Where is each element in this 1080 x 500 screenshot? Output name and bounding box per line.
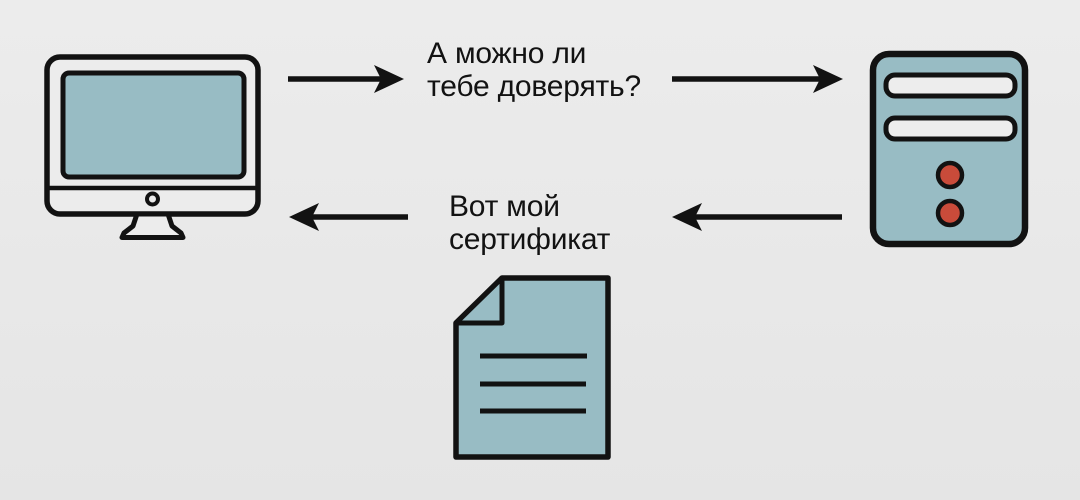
server-slot-bottom: [883, 115, 1018, 142]
monitor-button: [145, 191, 160, 207]
document-fold-corner: [453, 275, 505, 326]
desktop-computer-icon: [44, 54, 261, 240]
monitor-screen: [60, 70, 247, 180]
arrow-question-from-client: [288, 65, 404, 93]
certificate-document-icon: [453, 275, 611, 460]
arrow-question-to-server: [672, 65, 843, 93]
server-slot-top: [883, 72, 1018, 99]
arrow-answer-to-client: [289, 203, 408, 231]
server-tower-icon: [869, 50, 1029, 248]
answer-text: Вот мой сертификат: [449, 190, 611, 256]
monitor-stand: [119, 211, 186, 240]
question-text: А можно ли тебе доверять?: [427, 37, 641, 103]
server-led-top: [935, 160, 965, 190]
server-body: [869, 50, 1029, 248]
arrow-answer-from-server: [672, 203, 842, 231]
server-led-bottom: [935, 198, 965, 228]
